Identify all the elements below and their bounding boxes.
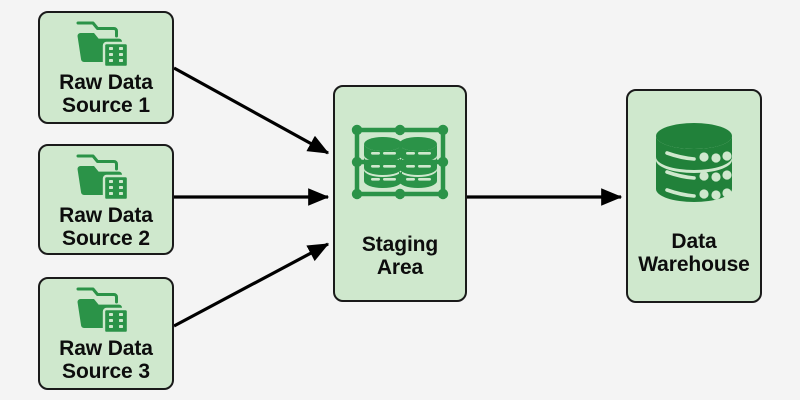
node-label: Raw Data Source 1 — [59, 71, 153, 117]
node-staging-area[interactable]: Staging Area — [333, 85, 467, 302]
folder-database-icon — [76, 287, 130, 335]
edge-src3-staging — [173, 242, 330, 328]
node-raw-data-source-1[interactable]: Raw Data Source 1 — [38, 11, 174, 124]
node-data-warehouse[interactable]: Data Warehouse — [626, 89, 762, 303]
node-raw-data-source-2[interactable]: Raw Data Source 2 — [38, 144, 174, 255]
node-label: Raw Data Source 2 — [59, 204, 153, 250]
node-label: Staging Area — [361, 233, 439, 279]
staging-cluster-icon — [351, 124, 449, 200]
db-stack-left — [364, 137, 402, 188]
db-stack-right — [399, 137, 437, 188]
node-label: Data Warehouse — [638, 230, 750, 276]
database-stack-icon — [656, 123, 732, 202]
node-raw-data-source-3[interactable]: Raw Data Source 3 — [38, 277, 174, 390]
folder-database-icon — [76, 21, 130, 69]
folder-database-icon — [76, 154, 130, 202]
node-label: Raw Data Source 3 — [59, 337, 153, 383]
edge-src1-staging — [173, 66, 330, 155]
